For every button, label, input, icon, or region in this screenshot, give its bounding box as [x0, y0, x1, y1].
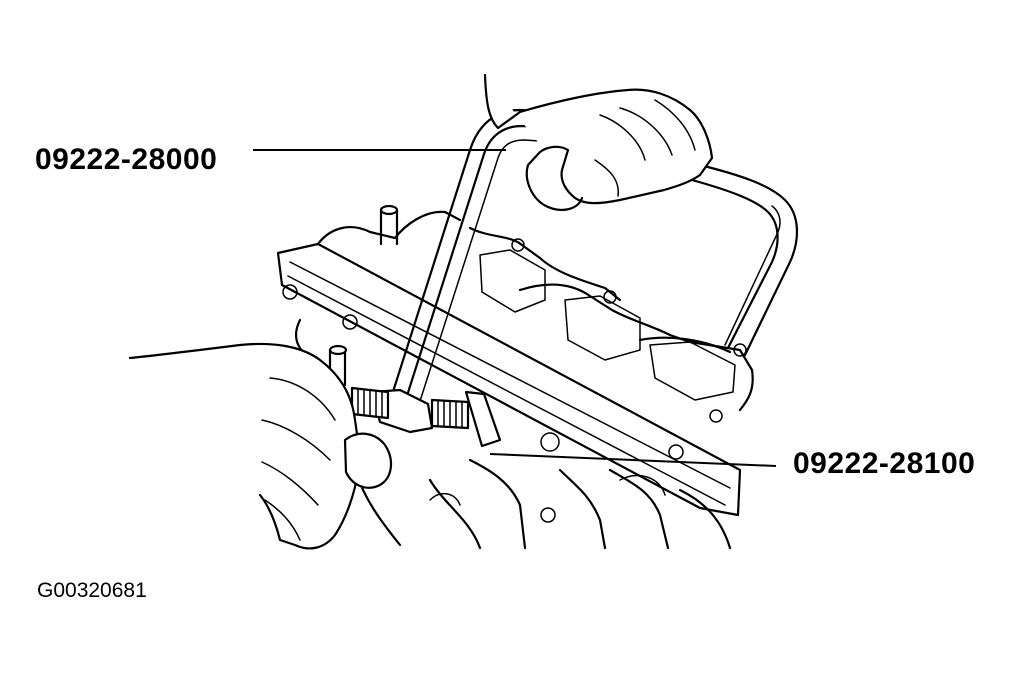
- figure-id-label: G00320681: [37, 579, 147, 602]
- left-hand-drawing: [128, 342, 393, 550]
- part-number-label-handle: 09222-28000: [35, 143, 218, 176]
- right-hand-drawing: [483, 73, 714, 212]
- part-number-label-bolt: 09222-28100: [793, 447, 976, 480]
- sst-bolt-drawing: [328, 344, 502, 448]
- callout-leader-line-2: [489, 453, 777, 467]
- engine-block-drawing: [276, 204, 754, 550]
